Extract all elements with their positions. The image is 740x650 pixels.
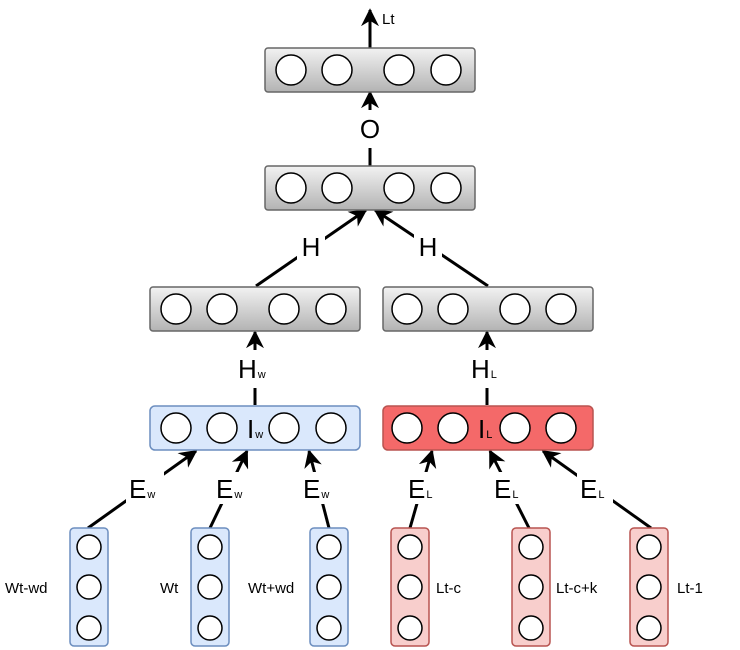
neuron <box>160 293 192 325</box>
output-layer <box>264 47 476 93</box>
label-label: Lt-1 <box>677 580 703 597</box>
neuron <box>197 615 223 641</box>
neuron <box>391 412 423 444</box>
word-label: Wt-wd <box>5 580 48 597</box>
svg-text:EL: EL <box>494 474 518 504</box>
neuron <box>636 574 662 600</box>
neuron <box>206 293 238 325</box>
neuron <box>518 615 544 641</box>
neuron <box>197 574 223 600</box>
neuron <box>397 615 423 641</box>
neuron <box>76 574 102 600</box>
edge-label-h-left: H <box>297 230 325 262</box>
svg-text:EL: EL <box>580 474 604 504</box>
svg-text:H: H <box>419 232 438 262</box>
neuron <box>397 534 423 560</box>
hidden-top-layer <box>264 165 476 211</box>
neuron <box>321 172 353 204</box>
edge-label-ew1: Ew <box>126 472 164 504</box>
input-label-layer: IL <box>382 405 594 451</box>
neuron <box>545 412 577 444</box>
svg-text:EL: EL <box>408 474 432 504</box>
word-label: Wt+wd <box>248 580 294 597</box>
neuron <box>76 534 102 560</box>
neuron <box>499 412 531 444</box>
label-vector: Lt-1 <box>629 527 703 647</box>
neuron <box>206 412 238 444</box>
hidden-label-layer <box>382 286 594 332</box>
neuron <box>636 615 662 641</box>
edge-label-hw: Hw <box>236 352 276 384</box>
neuron <box>636 534 662 560</box>
neuron <box>499 293 531 325</box>
edge-label-el1: EL <box>405 472 441 504</box>
neuron <box>275 172 307 204</box>
svg-text:Ew: Ew <box>303 474 329 504</box>
edge-label-ew2: Ew <box>213 472 251 504</box>
word-vector: Wt <box>160 527 230 647</box>
neuron <box>315 412 347 444</box>
input-label-layer-label: IL <box>478 414 492 444</box>
neuron <box>383 54 415 86</box>
neuron <box>268 293 300 325</box>
neuron <box>430 172 462 204</box>
label-vector: Lt-c <box>390 527 462 647</box>
neuron <box>160 412 192 444</box>
neuron <box>430 54 462 86</box>
svg-text:O: O <box>360 114 380 144</box>
neuron <box>437 293 469 325</box>
input-word-layer-label: Iw <box>247 414 263 444</box>
neuron <box>391 293 423 325</box>
neuron <box>437 412 469 444</box>
neuron <box>316 615 342 641</box>
word-label: Wt <box>160 580 179 597</box>
neuron <box>197 534 223 560</box>
hidden-word-layer <box>149 286 361 332</box>
neuron <box>275 54 307 86</box>
neuron <box>383 172 415 204</box>
neuron <box>315 293 347 325</box>
svg-text:Ew: Ew <box>129 474 155 504</box>
neuron <box>518 534 544 560</box>
neuron <box>321 54 353 86</box>
neuron <box>316 574 342 600</box>
svg-text:Hw: Hw <box>238 354 266 384</box>
neuron <box>316 534 342 560</box>
label-label: Lt-c+k <box>556 580 598 597</box>
neuron <box>545 293 577 325</box>
svg-text:HL: HL <box>471 354 497 384</box>
neuron <box>268 412 300 444</box>
svg-text:H: H <box>302 232 321 262</box>
word-vector: Wt+wd <box>248 527 349 647</box>
edge-label-ew3: Ew <box>300 472 338 504</box>
neuron <box>76 615 102 641</box>
svg-text:Ew: Ew <box>216 474 242 504</box>
word-vector: Wt-wd <box>5 527 109 647</box>
edge-label-o: O <box>355 112 385 146</box>
edge-label-el3: EL <box>577 472 613 504</box>
label-vector: Lt-c+k <box>511 527 598 647</box>
edge-label-hl: HL <box>468 352 508 384</box>
output-label: Lt <box>382 11 395 28</box>
edge-label-h-right: H <box>414 230 442 262</box>
label-label: Lt-c <box>436 580 462 597</box>
neuron <box>518 574 544 600</box>
input-word-layer: Iw <box>149 405 361 451</box>
edge-label-el2: EL <box>491 472 527 504</box>
neuron <box>397 574 423 600</box>
